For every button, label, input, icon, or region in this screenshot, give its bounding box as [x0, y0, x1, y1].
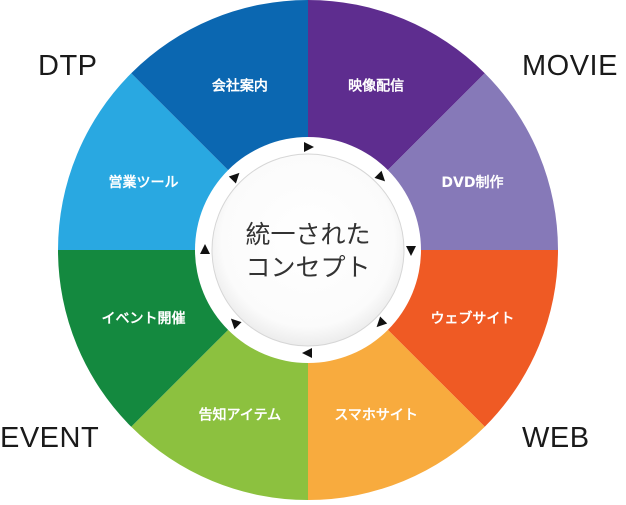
triangle-arrow-icon — [302, 348, 312, 358]
wheel-segment — [382, 73, 558, 251]
wheel-segment — [308, 0, 485, 176]
triangle-arrow-icon — [376, 316, 388, 328]
corner-label-event: EVENT — [0, 422, 100, 454]
wheel-segment — [308, 324, 485, 500]
segment-label: 映像配信 — [348, 78, 404, 95]
segment-label: ウェブサイト — [430, 310, 514, 327]
arrows — [200, 142, 416, 358]
wheel-segment — [131, 0, 308, 176]
corner-label-web: WEB — [522, 422, 590, 454]
wheel-segment — [58, 73, 234, 251]
corner-label-dtp: DTP — [38, 50, 98, 82]
center-disc — [211, 153, 405, 347]
triangle-arrow-icon — [304, 142, 314, 152]
segment-label: 会社案内 — [212, 78, 268, 95]
segment-label: 告知アイテム — [199, 406, 282, 423]
segment-label: 営業ツール — [109, 174, 179, 191]
segment-label: DVD制作 — [441, 174, 503, 191]
wheel-segment — [382, 250, 558, 427]
triangle-arrow-icon — [228, 172, 240, 184]
segment-label: スマホサイト — [334, 407, 418, 423]
triangle-arrow-icon — [230, 318, 242, 330]
triangle-arrow-icon — [374, 170, 386, 182]
wheel-segment — [131, 324, 308, 500]
inner-ring — [195, 137, 421, 363]
segments — [58, 0, 558, 500]
corner-label-movie: MOVIE — [522, 50, 618, 82]
center-title-line2: コンセプト — [245, 253, 370, 282]
segment-label: イベント開催 — [102, 310, 186, 327]
triangle-arrow-icon — [200, 244, 210, 254]
center-title-line1: 統一された — [245, 220, 370, 249]
triangle-arrow-icon — [406, 246, 416, 256]
wheel-segment — [58, 250, 234, 427]
